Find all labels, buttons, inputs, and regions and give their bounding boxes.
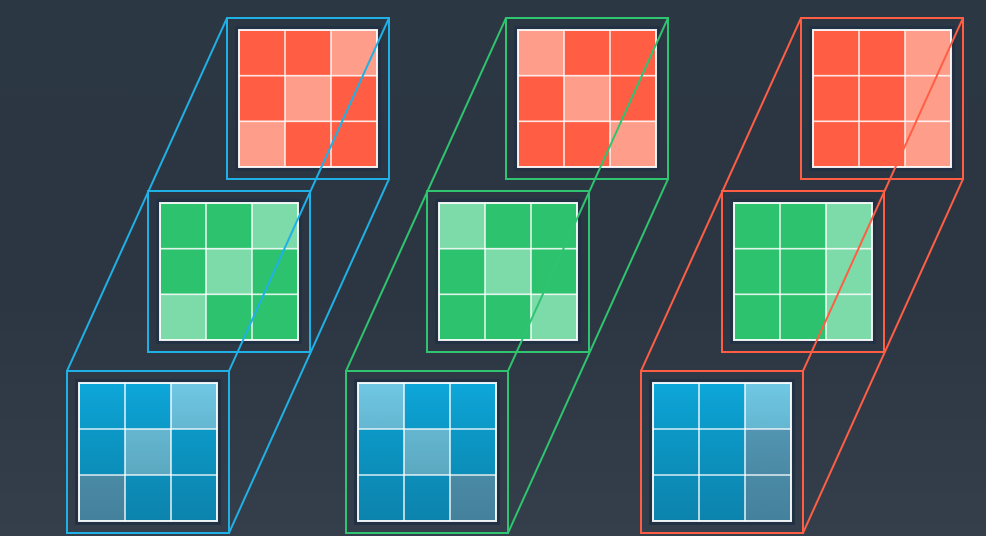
filter-3-red-grid-border <box>812 29 952 168</box>
filter-2-edge-top-left <box>345 17 507 372</box>
filter-3-green-cell-4 <box>780 248 826 295</box>
filter-1-red-grid-border <box>238 29 378 168</box>
filter-2-green-cell-8 <box>531 294 577 340</box>
filter-3-red-cell-6 <box>813 121 859 167</box>
filter-3-red-cell-1 <box>859 30 905 76</box>
filter-3-red-cell-5 <box>905 75 951 122</box>
filter-2-green-cell-7 <box>485 294 531 340</box>
filter-2-edge-top-right <box>507 17 669 372</box>
filter-2-group <box>345 17 669 534</box>
filter-1-blue-frame <box>66 370 230 534</box>
filter-2-green-cell-0 <box>439 203 485 249</box>
filter-3-green-cell-7 <box>780 294 826 340</box>
filter-2-green-kernel <box>426 190 590 353</box>
filter-2-red-cell-4 <box>564 75 610 122</box>
filter-2-red-grid-border <box>517 29 657 168</box>
filter-1-red-cell-4 <box>285 75 331 122</box>
filter-2-blue-grid-border <box>357 382 497 522</box>
filter-1-green-cell-0 <box>160 203 206 249</box>
filter-3-red-cell-4 <box>859 75 905 122</box>
filter-2-red-cell-7 <box>564 121 610 167</box>
filter-2-blue-kernel <box>345 370 509 534</box>
filter-3-edge-bottom-right <box>802 178 964 534</box>
filter-2-green-cell-6 <box>439 294 485 340</box>
filter-2-red-kernel <box>505 17 669 180</box>
filter-2-green-cell-4 <box>485 248 531 295</box>
filter-2-green-cell-3 <box>439 248 485 295</box>
filter-3-green-cell-8 <box>826 294 872 340</box>
filter-1-green-frame <box>147 190 311 353</box>
filter-3-group <box>640 17 964 534</box>
filter-3-red-kernel <box>800 17 964 180</box>
filter-2-red-cell-0 <box>518 30 564 76</box>
filter-3-edge-top-right <box>802 17 964 372</box>
filter-3-red-cell-2 <box>905 30 951 76</box>
filter-3-green-cell-0 <box>734 203 780 249</box>
filter-3-green-frame <box>721 190 885 353</box>
filter-1-green-cell-7 <box>206 294 252 340</box>
filter-3-blue-shading <box>653 383 791 521</box>
filter-1-green-cell-3 <box>160 248 206 295</box>
filter-1-blue-kernel <box>66 370 230 534</box>
filter-3-blue-grid-border <box>652 382 792 522</box>
filter-3-green-cell-3 <box>734 248 780 295</box>
filter-3-red-cell-7 <box>859 121 905 167</box>
filter-1-green-grid-border <box>159 202 299 341</box>
filter-1-red-cell-0 <box>239 30 285 76</box>
filter-1-red-cell-3 <box>239 75 285 122</box>
filter-2-red-cell-2 <box>610 30 656 76</box>
filter-2-blue-shading <box>358 383 496 521</box>
filter-3-red-cell-0 <box>813 30 859 76</box>
filter-3-blue-frame <box>640 370 804 534</box>
filter-2-green-grid-border <box>438 202 578 341</box>
filter-3-green-cell-1 <box>780 203 826 249</box>
filter-1-red-frame <box>226 17 390 180</box>
filter-2-red-frame <box>505 17 669 180</box>
filter-1-blue-shading <box>79 383 217 521</box>
filter-3-green-grid-border <box>733 202 873 341</box>
filter-1-red-kernel <box>226 17 390 180</box>
filter-2-red-cell-3 <box>518 75 564 122</box>
filter-2-green-cell-1 <box>485 203 531 249</box>
filter-1-edge-top-right <box>228 17 390 372</box>
filter-1-green-kernel <box>147 190 311 353</box>
filter-2-green-cell-2 <box>531 203 577 249</box>
filter-1-red-cell-8 <box>331 121 377 167</box>
filter-1-green-cell-8 <box>252 294 298 340</box>
filter-1-red-cell-2 <box>331 30 377 76</box>
filter-1-green-cell-2 <box>252 203 298 249</box>
filter-2-red-cell-6 <box>518 121 564 167</box>
filter-1-red-cell-7 <box>285 121 331 167</box>
filter-3-blue-kernel <box>640 370 804 534</box>
filter-1-green-cell-1 <box>206 203 252 249</box>
filter-2-green-frame <box>426 190 590 353</box>
filter-3-red-cell-8 <box>905 121 951 167</box>
filter-2-red-cell-5 <box>610 75 656 122</box>
filter-3-green-cell-6 <box>734 294 780 340</box>
filter-2-blue-frame <box>345 370 509 534</box>
filter-2-edge-bottom-right <box>507 178 669 534</box>
filter-3-red-frame <box>800 17 964 180</box>
filter-1-red-cell-5 <box>331 75 377 122</box>
filter-1-edge-top-left <box>66 17 228 372</box>
filter-1-edge-bottom-right <box>228 178 390 534</box>
filter-1-red-cell-6 <box>239 121 285 167</box>
filter-1-green-cell-6 <box>160 294 206 340</box>
filter-3-green-kernel <box>721 190 885 353</box>
filter-2-red-cell-8 <box>610 121 656 167</box>
filter-1-blue-grid-border <box>78 382 218 522</box>
filter-3-edge-top-left <box>640 17 802 372</box>
filter-3-red-cell-3 <box>813 75 859 122</box>
filter-1-group <box>66 17 390 534</box>
filter-3-green-cell-2 <box>826 203 872 249</box>
filter-1-red-cell-1 <box>285 30 331 76</box>
filter-1-green-cell-4 <box>206 248 252 295</box>
filter-2-red-cell-1 <box>564 30 610 76</box>
